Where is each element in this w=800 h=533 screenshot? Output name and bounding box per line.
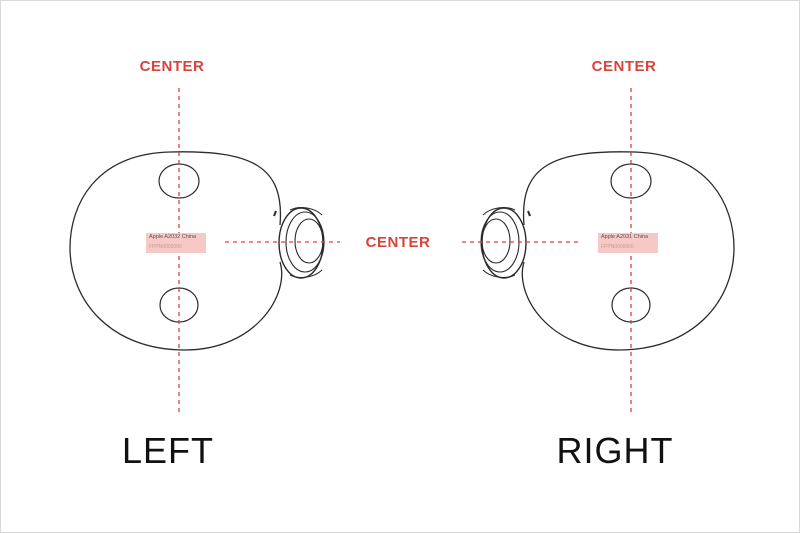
right-notch: [527, 210, 531, 217]
left-earbud-body: [69, 151, 283, 351]
right-tag-serial: FPPN0000000: [601, 244, 634, 250]
left-eartip-inner: [294, 218, 324, 264]
right-label: RIGHT: [556, 430, 674, 471]
left-notch: [273, 210, 277, 217]
center-label-middle: CENTER: [365, 234, 431, 251]
right-tag-model: Apple A2031 China: [601, 234, 649, 240]
left-tag-serial: FPPN0000000: [149, 244, 182, 250]
center-label-right: CENTER: [591, 58, 657, 75]
right-eartip-inner: [481, 218, 511, 264]
left-serial-tag: Apple A2032 China FPPN0000000: [146, 233, 206, 253]
center-label-left: CENTER: [139, 58, 205, 75]
left-label: LEFT: [121, 430, 215, 471]
right-serial-tag: Apple A2031 China FPPN0000000: [598, 233, 658, 253]
left-tag-model: Apple A2032 China: [149, 234, 197, 240]
right-earbud-body: [521, 151, 735, 351]
